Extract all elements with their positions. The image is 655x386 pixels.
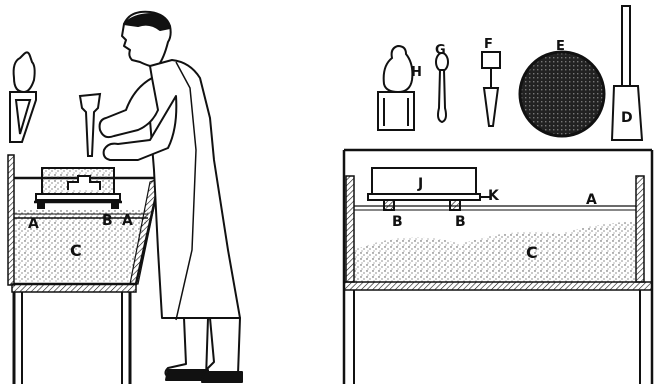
spoon-tool-icon — [436, 53, 448, 122]
mould-block — [34, 168, 122, 208]
label-c-right: C — [526, 243, 538, 262]
label-d: D — [621, 110, 633, 126]
wall-shelf-with-jug — [10, 52, 36, 142]
label-b-left: B — [102, 213, 113, 229]
rammer-tool — [80, 94, 100, 156]
label-a-left-2: A — [122, 213, 133, 229]
right-scene: H G F E D — [344, 6, 652, 384]
flask-block — [368, 168, 490, 210]
label-g: G — [435, 43, 446, 58]
label-a-right: A — [586, 192, 597, 208]
label-b-right-1: B — [392, 214, 403, 230]
tamper-tool-icon — [482, 52, 500, 126]
label-a-left: A — [28, 216, 39, 232]
left-scene: A B A C — [8, 12, 242, 384]
label-h: H — [411, 65, 422, 80]
label-b-right-2: B — [455, 214, 466, 230]
label-k: K — [488, 188, 500, 204]
label-j: J — [417, 176, 423, 192]
label-f: F — [484, 37, 493, 52]
jug-on-box-icon — [378, 46, 414, 130]
label-c-left: C — [70, 241, 82, 260]
round-sieve-icon — [520, 52, 604, 136]
label-e: E — [556, 39, 565, 54]
